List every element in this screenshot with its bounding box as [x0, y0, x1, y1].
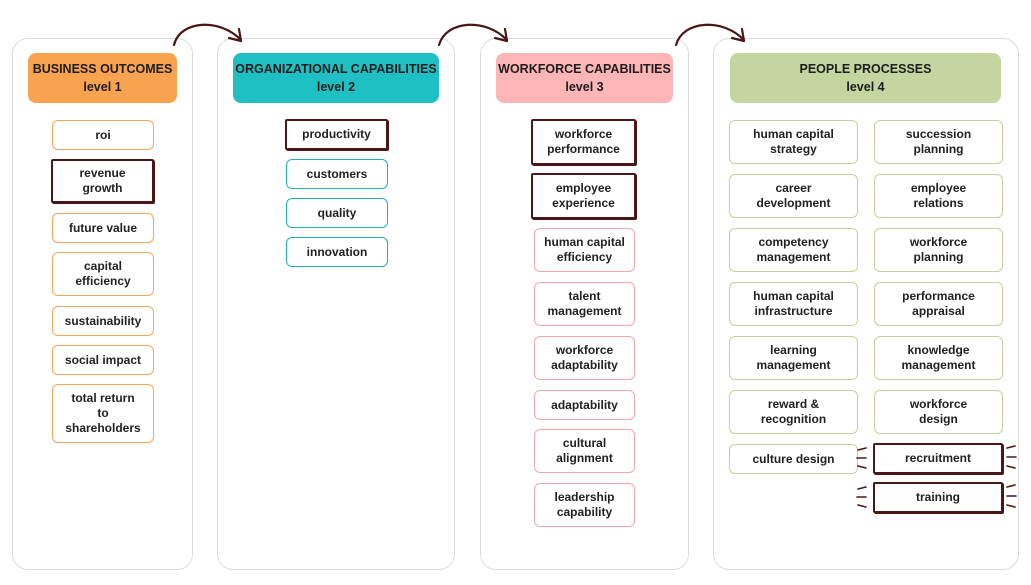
box-sustainability[interactable]: sustainability — [52, 306, 154, 336]
box-cultural-alignment[interactable]: cultural alignment — [534, 429, 635, 473]
panel-business-outcomes — [12, 38, 193, 570]
header-title: ORGANIZATIONAL CAPABILITIES — [235, 62, 437, 76]
box-training[interactable]: training — [873, 482, 1003, 513]
panel-organizational-capabilities — [217, 38, 455, 570]
header-level: level 4 — [846, 80, 885, 94]
header-title: PEOPLE PROCESSES — [799, 62, 932, 76]
box-reward-recognition[interactable]: reward & recognition — [729, 390, 858, 434]
box-leadership-capability[interactable]: leadership capability — [534, 483, 635, 527]
box-human-capital-strategy[interactable]: human capital strategy — [729, 120, 858, 164]
box-talent-management[interactable]: talent management — [534, 282, 635, 326]
box-roi[interactable]: roi — [52, 120, 154, 150]
box-social-impact[interactable]: social impact — [52, 345, 154, 375]
box-knowledge-management[interactable]: knowledge management — [874, 336, 1003, 380]
box-quality[interactable]: quality — [286, 198, 388, 228]
header-title: WORKFORCE CAPABILITIES — [498, 62, 671, 76]
header-organizational-capabilities: ORGANIZATIONAL CAPABILITIES level 2 — [233, 53, 439, 103]
box-adaptability[interactable]: adaptability — [534, 390, 635, 420]
header-level: level 1 — [83, 80, 122, 94]
header-business-outcomes: BUSINESS OUTCOMES level 1 — [28, 53, 177, 103]
box-capital-efficiency[interactable]: capital efficiency — [52, 252, 154, 296]
box-productivity[interactable]: productivity — [285, 119, 388, 150]
box-employee-experience[interactable]: employee experience — [531, 173, 636, 219]
box-workforce-adaptability[interactable]: workforce adaptability — [534, 336, 635, 380]
box-performance-appraisal[interactable]: performance appraisal — [874, 282, 1003, 326]
header-level: level 3 — [565, 80, 604, 94]
box-employee-relations[interactable]: employee relations — [874, 174, 1003, 218]
header-title: BUSINESS OUTCOMES — [32, 62, 173, 76]
box-culture-design[interactable]: culture design — [729, 444, 858, 474]
header-level: level 2 — [316, 80, 356, 94]
box-innovation[interactable]: innovation — [286, 237, 388, 267]
box-workforce-performance[interactable]: workforce performance — [531, 119, 636, 165]
box-competency-management[interactable]: competency management — [729, 228, 858, 272]
header-people-processes: PEOPLE PROCESSES level 4 — [730, 53, 1001, 103]
box-recruitment[interactable]: recruitment — [873, 443, 1003, 474]
box-workforce-design[interactable]: workforce design — [874, 390, 1003, 434]
box-total-return[interactable]: total return to shareholders — [52, 384, 154, 443]
box-customers[interactable]: customers — [286, 159, 388, 189]
box-learning-management[interactable]: learning management — [729, 336, 858, 380]
box-human-capital-infrastructure[interactable]: human capital infrastructure — [729, 282, 858, 326]
header-workforce-capabilities: WORKFORCE CAPABILITIES level 3 — [496, 53, 673, 103]
box-workforce-planning[interactable]: workforce planning — [874, 228, 1003, 272]
box-future-value[interactable]: future value — [52, 213, 154, 243]
box-human-capital-efficiency[interactable]: human capital efficiency — [534, 228, 635, 272]
box-career-development[interactable]: career development — [729, 174, 858, 218]
box-succession-planning[interactable]: succession planning — [874, 120, 1003, 164]
box-revenue-growth[interactable]: revenue growth — [51, 159, 154, 203]
